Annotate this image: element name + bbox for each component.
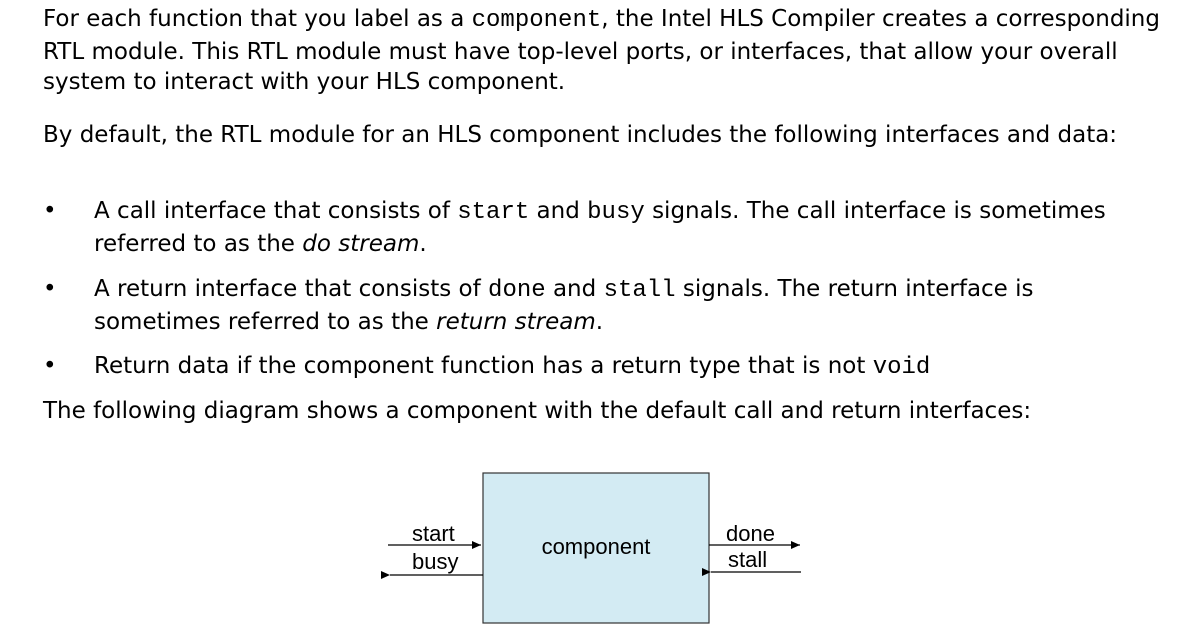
bullet-glyph: • (43, 276, 57, 302)
bullet-text-part: A call interface that consists of (94, 198, 458, 224)
bullet-text-part: signals. The return interface is sometim… (94, 276, 1034, 335)
bullet-text: Return data if the component function ha… (94, 351, 1154, 384)
component-interface-diagram: component start busy done stall (380, 466, 820, 631)
intro-text-1: For each function that you label as a (43, 6, 472, 32)
bullet-text-part: . (419, 230, 427, 257)
italic-return-stream: return stream (436, 308, 596, 335)
inline-code-done: done (488, 277, 546, 304)
bullet-text-part: A return interface that consists of (94, 276, 489, 302)
bullet-glyph: • (43, 198, 57, 224)
intro-text-2: , the Intel HLS Compiler creates a corre… (43, 6, 1160, 95)
inline-code-component: component (471, 7, 602, 34)
bullet-text: A return interface that consists of done… (94, 274, 1154, 337)
busy-signal-label: busy (412, 549, 458, 574)
inline-code-busy: busy (587, 199, 645, 226)
diagram-intro-paragraph: The following diagram shows a component … (43, 398, 1032, 424)
stall-signal-label: stall (728, 547, 767, 572)
bullet-glyph: • (43, 353, 57, 379)
italic-do-stream: do stream (302, 230, 420, 257)
done-signal-label: done (726, 521, 775, 546)
intro-paragraph: For each function that you label as a co… (43, 4, 1163, 98)
component-box (482, 472, 710, 624)
default-interfaces-paragraph: By default, the RTL module for an HLS co… (43, 122, 1118, 148)
bullet-text-part: and (545, 276, 604, 302)
bullet-text-part: Return data if the component function ha… (94, 353, 873, 379)
bullet-text-part: . (595, 308, 604, 335)
start-signal-label: start (412, 521, 455, 546)
inline-code-start: start (457, 199, 530, 226)
inline-code-void: void (872, 354, 931, 381)
bullet-text-part: and (529, 198, 588, 224)
bullet-text: A call interface that consists of start … (94, 196, 1154, 259)
bullet-text-part: signals. The call interface is sometimes… (94, 198, 1106, 257)
inline-code-stall: stall (603, 277, 676, 304)
component-box-label: component (542, 534, 651, 559)
diagram-svg: component start busy done stall (381, 472, 801, 624)
